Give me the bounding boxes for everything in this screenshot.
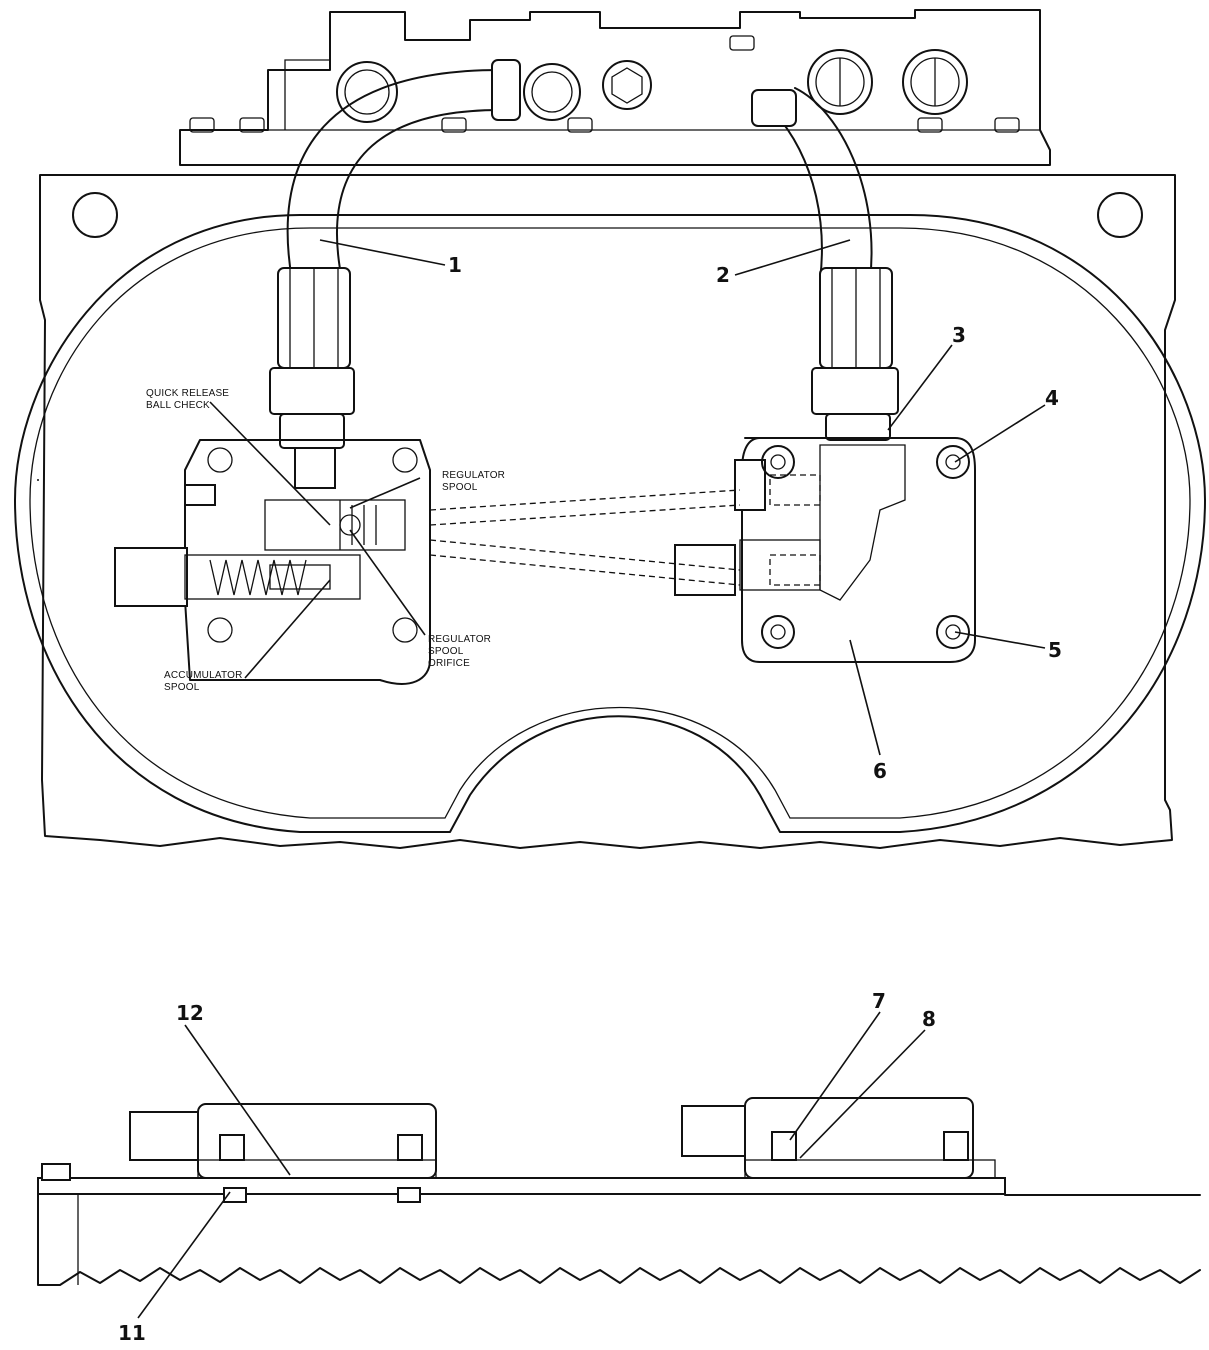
cover-plate [37, 1177, 1006, 1195]
oval-cover-outer [14, 214, 1206, 833]
callout-2: 2 [716, 263, 730, 287]
callout-4: 4 [1045, 386, 1059, 410]
callout-11: 11 [118, 1321, 146, 1345]
leader-lines-side [137, 1011, 926, 1319]
housing-outline [39, 174, 1176, 849]
side-view: 12 7 8 11 [37, 479, 1201, 1345]
note-regulator-orifice-2: SPOOL [428, 646, 464, 657]
mount-hole-left [72, 192, 118, 238]
callout-12: 12 [176, 1001, 204, 1025]
note-quick-release-1: QUICK RELEASE [146, 388, 229, 399]
callout-7: 7 [872, 989, 886, 1013]
note-quick-release-2: BALL CHECK [146, 400, 210, 411]
note-regulator-orifice-1: REGULATOR [428, 634, 491, 645]
callout-1: 1 [448, 253, 462, 277]
note-accumulator-2: SPOOL [164, 682, 200, 693]
left-valve-section [114, 439, 431, 685]
callout-6: 6 [873, 759, 887, 783]
oval-cover-inner [29, 227, 1191, 819]
mount-hole-right [1097, 192, 1143, 238]
note-accumulator-1: ACCUMULATOR [164, 670, 243, 681]
callout-5: 5 [1048, 638, 1062, 662]
valve-body-top [179, 9, 1051, 166]
right-valve [674, 437, 976, 663]
callout-3: 3 [952, 323, 966, 347]
callout-8: 8 [922, 1007, 936, 1031]
left-valve-side [41, 1103, 437, 1203]
note-regulator-spool-2: SPOOL [442, 482, 478, 493]
tube-2 [751, 87, 899, 441]
top-view: 1 2 3 4 5 6 QUICK RELEASE BALL CHECK REG… [14, 9, 1206, 849]
internal-passages [429, 489, 741, 586]
note-regulator-spool-1: REGULATOR [442, 470, 505, 481]
tube-1 [269, 59, 521, 449]
body-bolts [189, 35, 1020, 133]
note-regulator-orifice-3: ORIFICE [428, 658, 470, 669]
leader-lines-top [209, 239, 1046, 756]
right-valve-side [681, 1097, 996, 1179]
